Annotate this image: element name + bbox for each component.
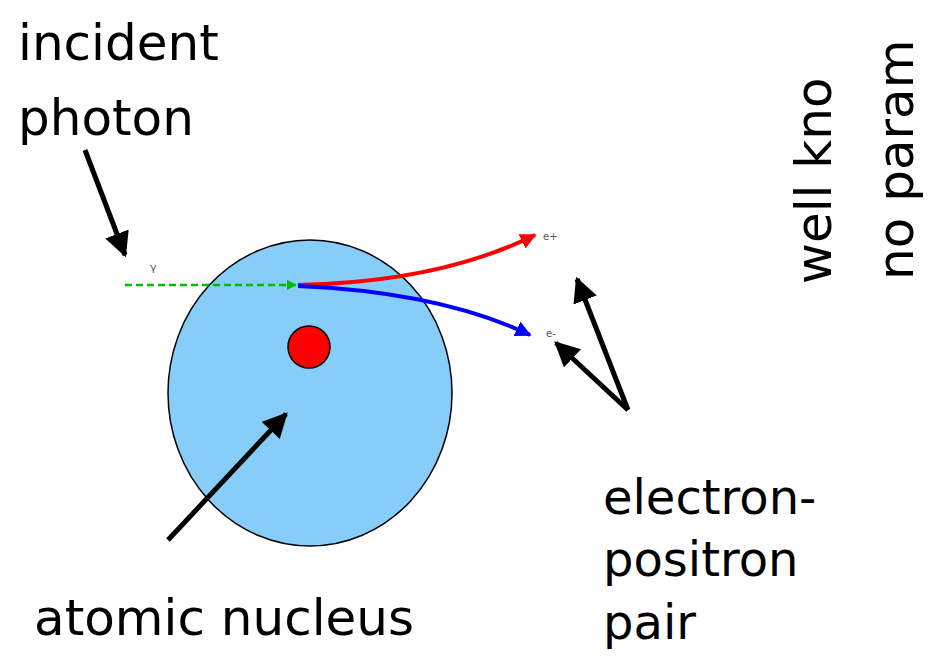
positron-track [298,235,535,285]
leader-arrow [577,279,628,410]
nucleus [288,326,330,368]
symbol-label: γ [150,262,157,274]
leader-arrow [556,343,628,410]
symbol-label: e+ [543,231,558,242]
callout-label: incident photon [18,6,318,156]
photon-track [125,284,296,287]
rotated-note: no param [866,40,926,280]
rotated-note: well kno [784,77,844,284]
leader-arrow [85,150,125,255]
leader-arrow [168,414,286,540]
callout-label: atomic nucleus [34,588,414,648]
callout-label: electron- positron pair [603,466,903,653]
electron-track [298,286,530,335]
symbol-label: e- [546,328,556,339]
